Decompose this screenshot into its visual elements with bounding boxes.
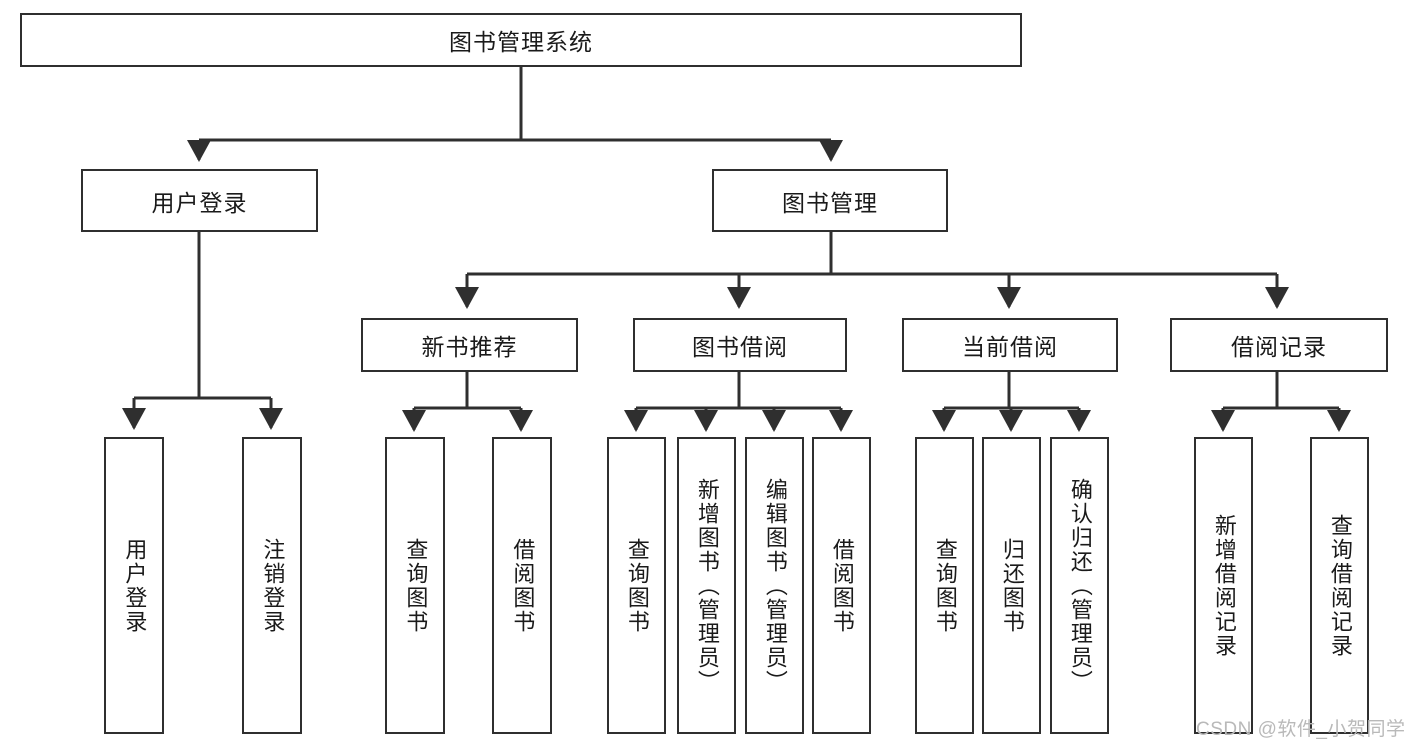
leaf-add-borrow-record[interactable]: 新增借阅记录: [1194, 437, 1253, 734]
node-user-login[interactable]: 用户登录: [81, 169, 318, 232]
leaf-logout[interactable]: 注销登录: [242, 437, 302, 734]
node-new-book-recommend[interactable]: 新书推荐: [361, 318, 578, 372]
leaf-confirm-return-admin[interactable]: 确认归还（管理员）: [1050, 437, 1109, 734]
node-book-management-label: 图书管理: [782, 189, 878, 216]
node-book-management[interactable]: 图书管理: [712, 169, 948, 232]
leaf-query-book-borrow-label: 查询图书: [624, 537, 650, 634]
csdn-watermark: CSDN @软件_小贺同学: [1196, 719, 1405, 740]
node-new-book-recommend-label: 新书推荐: [421, 334, 518, 360]
leaf-borrow-book-recommend-label: 借阅图书: [510, 537, 536, 634]
leaf-confirm-return-admin-label: 确认归还（管理员）: [1067, 477, 1093, 694]
leaf-borrow-book-recommend[interactable]: 借阅图书: [492, 437, 552, 734]
leaf-query-book-recommend-label: 查询图书: [403, 537, 429, 634]
leaf-query-book-current[interactable]: 查询图书: [915, 437, 974, 734]
leaf-return-book-label: 归还图书: [999, 537, 1025, 634]
node-book-borrow-label: 图书借阅: [692, 334, 788, 360]
leaf-borrow-book-label: 借阅图书: [829, 537, 855, 634]
node-current-borrow-label: 当前借阅: [962, 334, 1058, 360]
leaf-query-book-borrow[interactable]: 查询图书: [607, 437, 666, 734]
leaf-query-book-recommend[interactable]: 查询图书: [385, 437, 445, 734]
leaf-user-login[interactable]: 用户登录: [104, 437, 164, 734]
leaf-add-book-admin[interactable]: 新增图书（管理员）: [677, 437, 736, 734]
leaf-add-book-admin-label: 新增图书（管理员）: [694, 477, 720, 694]
leaf-query-borrow-record[interactable]: 查询借阅记录: [1310, 437, 1369, 734]
node-root-label: 图书管理系统: [449, 29, 593, 55]
leaf-return-book[interactable]: 归还图书: [982, 437, 1041, 734]
leaf-query-book-current-label: 查询图书: [932, 537, 958, 634]
leaf-user-login-label: 用户登录: [122, 537, 148, 634]
leaf-borrow-book[interactable]: 借阅图书: [812, 437, 871, 734]
node-borrow-record-label: 借阅记录: [1231, 334, 1327, 360]
node-book-borrow[interactable]: 图书借阅: [633, 318, 847, 372]
node-user-login-label: 用户登录: [151, 189, 248, 216]
leaf-query-borrow-record-label: 查询借阅记录: [1327, 513, 1353, 658]
leaf-add-borrow-record-label: 新增借阅记录: [1211, 513, 1237, 658]
node-current-borrow[interactable]: 当前借阅: [902, 318, 1118, 372]
leaf-edit-book-admin[interactable]: 编辑图书（管理员）: [745, 437, 804, 734]
leaf-logout-label: 注销登录: [260, 537, 286, 634]
node-root[interactable]: 图书管理系统: [20, 13, 1022, 67]
node-borrow-record[interactable]: 借阅记录: [1170, 318, 1388, 372]
leaf-edit-book-admin-label: 编辑图书（管理员）: [762, 477, 788, 694]
